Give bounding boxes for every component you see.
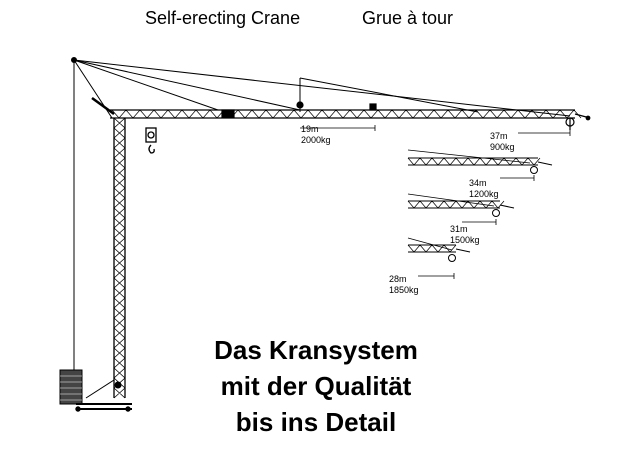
- slogan-line-2: mit der Qualität: [220, 371, 412, 401]
- spec-radius: 28m: [389, 274, 407, 284]
- slogan-line-3: bis ins Detail: [235, 407, 397, 437]
- spec-load: 1200kg: [469, 189, 499, 199]
- spec-28m: 28m 1850kg: [389, 274, 419, 296]
- spec-34m: 34m 1200kg: [469, 178, 499, 200]
- rigging: [71, 57, 571, 370]
- spec-load: 900kg: [490, 142, 515, 152]
- tower-mast: [113, 117, 126, 399]
- ballast-block: [59, 369, 83, 405]
- hook-block: [145, 127, 157, 154]
- spec-37m: 37m 900kg: [490, 131, 515, 153]
- radius-marker-37m: [518, 130, 571, 136]
- radius-marker-19m: [300, 125, 376, 131]
- spec-31m: 31m 1500kg: [450, 224, 480, 246]
- main-jib: [110, 101, 591, 130]
- jib-config-28m: [407, 237, 471, 279]
- spec-load: 1850kg: [389, 285, 419, 295]
- title-french: Grue à tour: [362, 8, 454, 28]
- jib-config-34m: [407, 149, 553, 181]
- spec-19m: 19m 2000kg: [301, 124, 331, 146]
- spec-radius: 37m: [490, 131, 508, 141]
- spec-radius: 34m: [469, 178, 487, 188]
- spec-load: 1500kg: [450, 235, 480, 245]
- title-english: Self-erecting Crane: [145, 8, 301, 28]
- tower-base: [59, 369, 132, 412]
- slogan: Das Kransystem mit der Qualität bis ins …: [200, 332, 432, 440]
- slogan-line-1: Das Kransystem: [214, 335, 418, 365]
- spec-load: 2000kg: [301, 135, 331, 145]
- jib-config-31m: [407, 193, 515, 225]
- spec-radius: 31m: [450, 224, 468, 234]
- spec-radius: 19m: [301, 124, 319, 134]
